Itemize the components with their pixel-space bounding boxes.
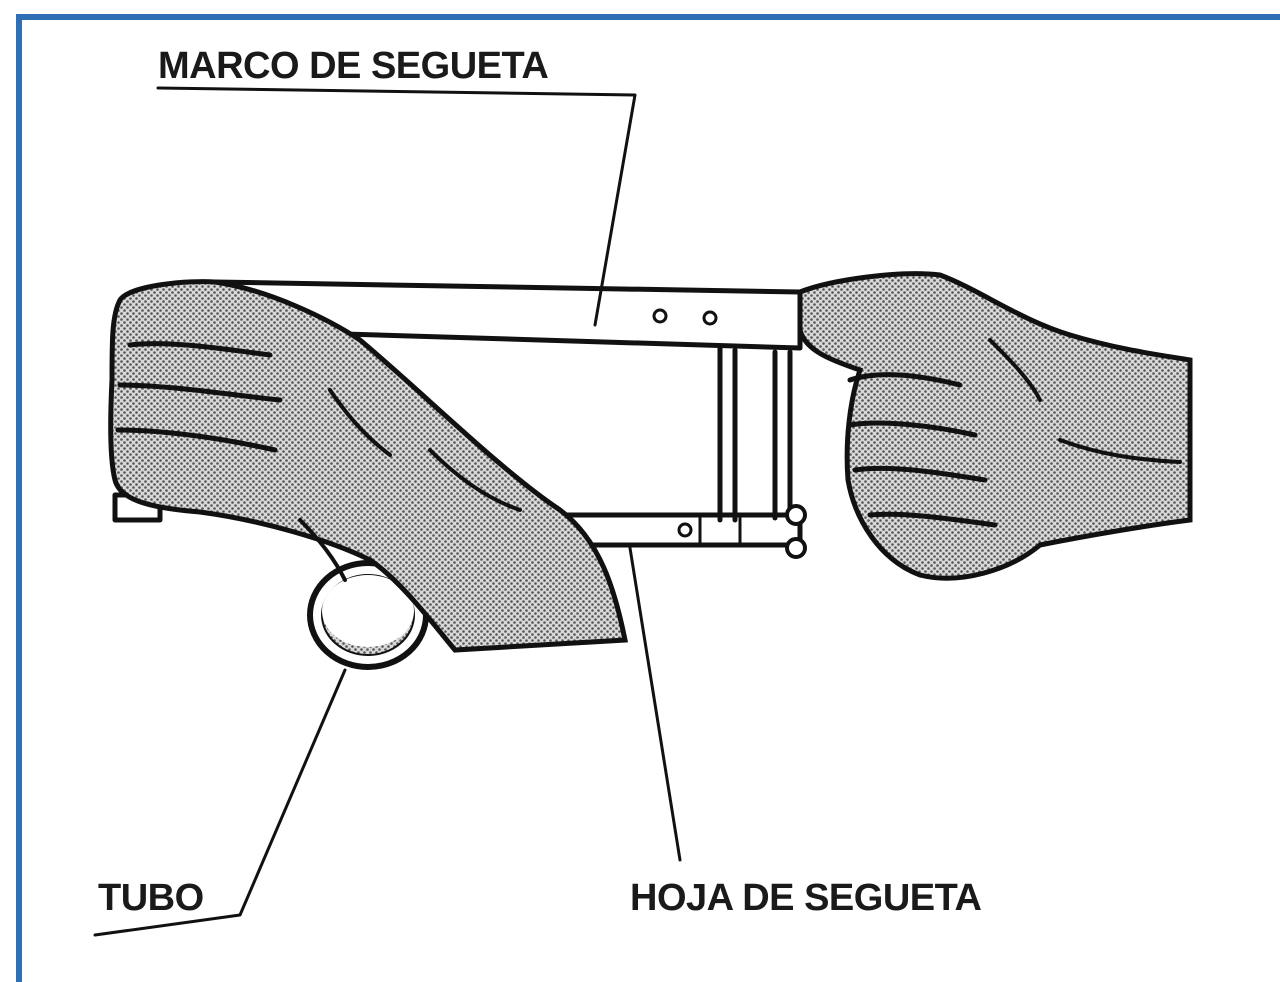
label-hoja-de-segueta: HOJA DE SEGUETA — [630, 877, 981, 919]
right-hand — [797, 271, 1193, 581]
label-marco-de-segueta: MARCO DE SEGUETA — [158, 45, 548, 87]
frame-hole-left — [652, 308, 668, 324]
frame-hole-right — [702, 310, 718, 326]
tube-drawing — [307, 560, 429, 670]
figure-border — [16, 14, 1280, 982]
label-tubo: TUBO — [98, 877, 204, 919]
tube-leader-line — [93, 668, 347, 937]
left-hand — [108, 279, 629, 653]
blade-leader-line — [628, 546, 682, 862]
frame-leader-line — [156, 86, 637, 327]
